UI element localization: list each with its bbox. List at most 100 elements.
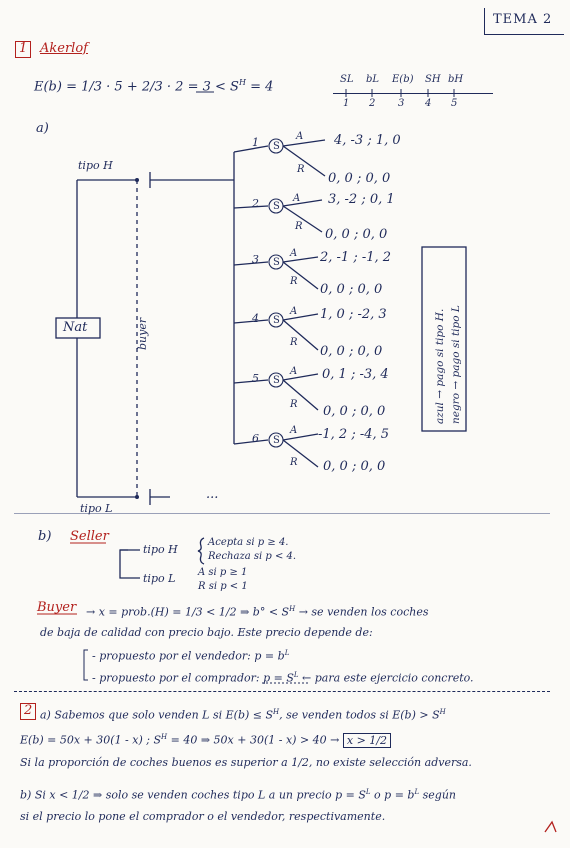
ruled-line xyxy=(14,513,550,514)
price-number: 3 xyxy=(252,253,259,266)
p2-b-line1-tail: o p = b xyxy=(370,788,415,802)
nl-tick-4: 4 xyxy=(425,98,432,109)
seller-l-accept: A si p ≥ 1 xyxy=(198,567,248,578)
p2-a-line3: Si la proporción de coches buenos es sup… xyxy=(20,756,472,769)
problem1-title: Akerlof xyxy=(40,41,88,56)
nl-label-sl: SL xyxy=(340,74,354,85)
bullet-seller-proposes: - propuesto por el vendedor: p = bL xyxy=(92,649,290,663)
nl-label-bl: bL xyxy=(366,74,380,85)
price-number: 6 xyxy=(252,432,259,445)
eq-tail: = 4 xyxy=(245,79,274,95)
buyer-heading: Buyer xyxy=(37,600,77,615)
accept-label: A xyxy=(296,131,304,142)
bullet-buyer-proposes: - propuesto por el comprador: p = SL ← p… xyxy=(92,671,474,685)
payoff-accept: 1, 0 ; -2, 3 xyxy=(320,307,387,322)
number-line xyxy=(333,93,493,94)
p2-b-line1-end: según xyxy=(419,788,457,802)
reject-label: R xyxy=(290,457,298,468)
continuation-dots: ... xyxy=(206,487,219,502)
payoff-accept: 4, -3 ; 1, 0 xyxy=(334,133,401,148)
accept-label: A xyxy=(293,193,301,204)
reject-label: R xyxy=(295,221,303,232)
payoff-accept: 2, -1 ; -1, 2 xyxy=(320,250,392,265)
section-divider xyxy=(14,691,550,692)
sup-h: H xyxy=(161,733,168,741)
payoff-accept: -1, 2 ; -4, 5 xyxy=(318,427,390,442)
buyer-reasoning-tail: → se venden los coches xyxy=(295,605,429,619)
tema-label: TEMA 2 xyxy=(493,12,553,27)
payoff-accept: 0, 1 ; -3, 4 xyxy=(322,367,389,382)
legend-black: negro → pago si tipo L xyxy=(450,305,462,424)
seller-node: S xyxy=(273,375,280,386)
sup-h: H xyxy=(273,708,280,716)
sup-h: H xyxy=(439,708,446,716)
seller-acepta: Acepta si p ≥ 4. xyxy=(208,537,289,548)
payoff-reject: 0, 0 ; 0, 0 xyxy=(328,171,391,186)
buyer-info-label: buyer xyxy=(136,317,149,350)
p2-b-line1: b) Si x < 1/2 ⇒ solo se venden coches ti… xyxy=(20,788,457,802)
nl-tick-2: 2 xyxy=(369,98,376,109)
p2-a-line2: E(b) = 50x + 30(1 - x) ; SH = 40 ⇒ 50x +… xyxy=(20,731,391,748)
reject-label: R xyxy=(290,399,298,410)
nl-label-eb: E(b) xyxy=(392,74,414,85)
accept-label: A xyxy=(290,366,298,377)
seller-heading: Seller xyxy=(70,529,109,544)
p2-result-box: x > 1/2 xyxy=(342,732,391,748)
p2-a-line2-text: E(b) = 50x + 30(1 - x) ; S xyxy=(20,733,162,747)
p2-b-line1-text: b) Si x < 1/2 ⇒ solo se venden coches ti… xyxy=(20,788,366,802)
price-number: 4 xyxy=(252,312,259,325)
problem1-number: 1 xyxy=(19,41,28,56)
seller-rechaza: Rechaza si p < 4. xyxy=(208,551,297,562)
seller-node: S xyxy=(273,201,280,212)
payoff-reject: 0, 0 ; 0, 0 xyxy=(320,344,383,359)
nature-node: Nat xyxy=(63,320,88,335)
nl-tick-5: 5 xyxy=(451,98,458,109)
accept-label: A xyxy=(290,425,298,436)
expectation-text: E(b) = 1/3 · 5 + 2/3 · 2 = 3 < S xyxy=(34,79,239,95)
nl-tick-1: 1 xyxy=(343,98,350,109)
problem2-number: 2 xyxy=(24,703,33,718)
accept-label: A xyxy=(290,306,298,317)
problem2-number-box xyxy=(20,703,36,720)
reject-label: R xyxy=(290,276,298,287)
payoff-reject: 0, 0 ; 0, 0 xyxy=(323,404,386,419)
p2-a-line1-tail: , se venden todos si E(b) > S xyxy=(279,708,440,722)
p2-b-line2: si el precio lo pone el comprador o el v… xyxy=(20,810,386,823)
reject-label: R xyxy=(297,164,305,175)
buyer-reasoning: → x = prob.(H) = 1/3 < 1/2 ⇒ b° < SH → s… xyxy=(86,603,428,619)
bullet1-text: - propuesto por el vendedor: p = b xyxy=(92,649,285,663)
seller-node: S xyxy=(273,257,280,268)
seller-l-reject: R si p < 1 xyxy=(198,581,248,592)
header-border-bottom xyxy=(484,34,564,35)
payoff-reject: 0, 0 ; 0, 0 xyxy=(323,459,386,474)
price-dependence: de baja de calidad con precio bajo. Este… xyxy=(40,626,373,639)
seller-node: S xyxy=(273,315,280,326)
seller-tipo-l: tipo L xyxy=(143,572,176,585)
header-border-left xyxy=(484,8,485,34)
payoff-reject: 0, 0 ; 0, 0 xyxy=(320,282,383,297)
nl-label-sh: SH xyxy=(425,74,441,85)
part-a-label: a) xyxy=(36,121,49,136)
tipo-h-label: tipo H xyxy=(78,159,113,172)
legend-blue: azul → pago si tipo H. xyxy=(434,308,446,424)
expectation-equation: E(b) = 1/3 · 5 + 2/3 · 2 = 3 < SH = 4 xyxy=(34,76,273,93)
payoff-reject: 0, 0 ; 0, 0 xyxy=(325,227,388,242)
problem1-number-box xyxy=(15,41,31,58)
sup-h: H xyxy=(289,605,296,613)
seller-node: S xyxy=(273,141,280,152)
seller-tipo-h: tipo H xyxy=(143,543,178,556)
reject-label: R xyxy=(290,337,298,348)
tipo-l-label: tipo L xyxy=(80,502,113,515)
bullet2-tail: ← para este ejercicio concreto. xyxy=(298,671,474,685)
p2-a-line1-text: a) Sabemos que solo venden L si E(b) ≤ S xyxy=(40,708,274,722)
price-number: 5 xyxy=(252,372,259,385)
seller-node: S xyxy=(273,435,280,446)
buyer-reasoning-text: → x = prob.(H) = 1/3 < 1/2 ⇒ b° < S xyxy=(86,605,290,619)
sup-h: H xyxy=(238,78,246,87)
bullet2-text: - propuesto por el comprador: p = S xyxy=(92,671,294,685)
nl-label-bh: bH xyxy=(448,74,464,85)
payoff-accept: 3, -2 ; 0, 1 xyxy=(328,192,395,207)
p2-a-line1: a) Sabemos que solo venden L si E(b) ≤ S… xyxy=(40,706,446,722)
